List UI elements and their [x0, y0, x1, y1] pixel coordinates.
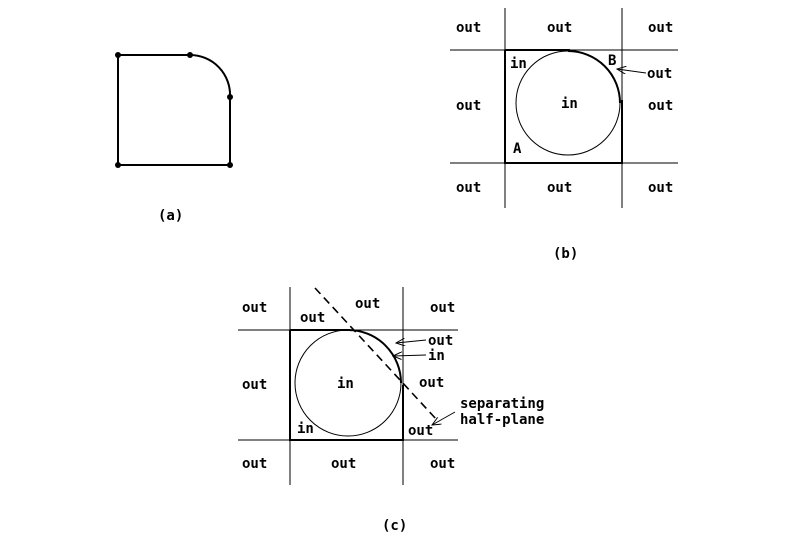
separating-arrow [432, 412, 455, 425]
caption-a: (a) [158, 208, 183, 224]
label-out: out [648, 180, 673, 196]
label-out: out [242, 300, 267, 316]
label-out: out [456, 180, 481, 196]
label-out: out [331, 456, 356, 472]
label-out: out [242, 377, 267, 393]
label-out: out [242, 456, 267, 472]
label-in: in [561, 96, 578, 112]
label-out: out [547, 20, 572, 36]
caption-c: (c) [382, 518, 407, 534]
label-out: out [408, 423, 433, 439]
in-arrow [393, 355, 426, 356]
label-half-plane: half-plane [460, 412, 544, 428]
label-out: out [430, 300, 455, 316]
boundary-arc [348, 330, 401, 383]
panel-c: out out out out out out out out out out … [238, 287, 544, 534]
label-in-arrow: in [428, 348, 445, 364]
panel-b: out out out out out out out out in in A … [450, 8, 678, 262]
label-out: out [430, 456, 455, 472]
label-out: out [456, 20, 481, 36]
caption-b: (b) [553, 246, 578, 262]
label-out: out [648, 20, 673, 36]
label-separating: separating [460, 396, 544, 412]
label-out: out [300, 310, 325, 326]
vertex-dot [115, 162, 121, 168]
vertex-dot [115, 52, 121, 58]
label-out: out [648, 98, 673, 114]
label-out: out [355, 296, 380, 312]
label-point-a: A [513, 141, 522, 157]
vertex-dot [227, 94, 233, 100]
out-arrow [396, 340, 426, 343]
vertex-dot [227, 162, 233, 168]
label-out-arrow: out [428, 333, 453, 349]
out-arrow [617, 69, 646, 73]
vertex-dot [187, 52, 193, 58]
label-in: in [297, 421, 314, 437]
label-out-arrow: out [647, 66, 672, 82]
panel-a: (a) [115, 52, 233, 224]
label-out: out [456, 98, 481, 114]
label-point-b: B [608, 53, 616, 69]
label-in: in [510, 56, 527, 72]
rounded-corner-shape [118, 55, 230, 165]
label-out: out [419, 375, 444, 391]
label-out: out [547, 180, 572, 196]
label-in: in [337, 376, 354, 392]
